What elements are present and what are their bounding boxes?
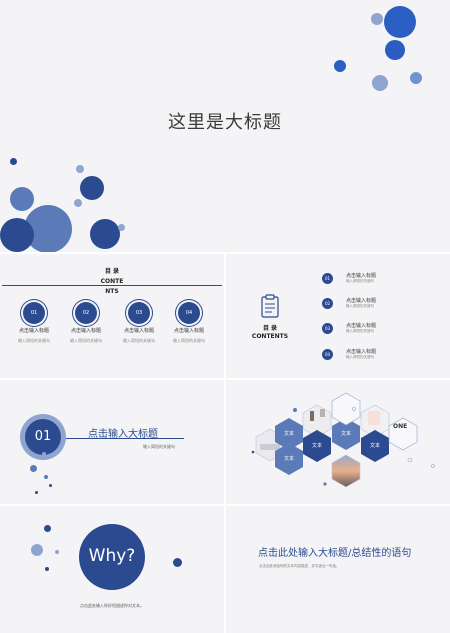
toc-heading: 目 录 <box>104 268 120 275</box>
toc-item-title: 点击输入标题 <box>173 328 204 334</box>
section-number: 01 <box>34 429 52 444</box>
decor-dot <box>10 187 34 211</box>
slide-hexagons[interactable]: 文本 文本 文本 文本 文本 ONE <box>226 380 450 504</box>
decor-dot <box>10 158 17 165</box>
list-item-sub: 输入简短的关键句 <box>346 329 374 333</box>
decor-dot <box>251 450 255 454</box>
decor-dot <box>407 457 413 463</box>
decor-dot <box>31 544 43 556</box>
toc-item-title: 点击输入标题 <box>70 328 101 334</box>
decor-dot <box>352 407 356 411</box>
toc-num-02: 02 <box>75 302 97 324</box>
list-item-title: 点击输入标题 <box>346 349 377 355</box>
decor-dot <box>371 13 383 25</box>
contents-label: CONTENTS <box>251 333 289 340</box>
list-item-sub: 输入简短的关键句 <box>346 355 374 359</box>
outline-hexagon <box>331 392 361 426</box>
toc-num-03: 03 <box>128 302 150 324</box>
list-num-02: 02 <box>322 298 333 309</box>
decor-dot <box>30 465 37 472</box>
summary-title: 点击此处输入大标题/总结性的语句 <box>258 548 412 559</box>
decor-dot <box>323 482 327 486</box>
toc-num-01: 01 <box>23 302 45 324</box>
photo-hexagon <box>331 454 361 488</box>
decor-dot <box>385 40 405 60</box>
text-hexagon <box>332 418 360 450</box>
slide-section[interactable]: 01 点击输入大标题 输入简短的关键句 <box>0 380 224 504</box>
hexagon-collage <box>251 392 435 488</box>
list-item-sub: 输入简短的关键句 <box>346 304 374 308</box>
decor-dot <box>49 484 52 487</box>
decor-dot <box>44 525 51 532</box>
hex-label: 文本 <box>340 431 351 437</box>
decor-dot <box>35 491 38 494</box>
hex-label: 文本 <box>311 443 322 449</box>
decor-dot <box>372 75 388 91</box>
decor-dot <box>384 6 416 38</box>
hex-label: 文本 <box>369 443 380 449</box>
toc-item-title: 点击输入标题 <box>123 328 154 334</box>
toc-item-sub: 输入简短的关键句 <box>18 338 50 343</box>
slide-title[interactable]: 这里是大标题 <box>0 0 450 252</box>
decor-dot <box>80 176 104 200</box>
list-item-title: 点击输入标题 <box>346 273 377 279</box>
list-num-03: 03 <box>322 323 333 334</box>
hex-label: 文本 <box>283 456 294 462</box>
toc-item-sub: 输入简短的关键句 <box>173 338 205 343</box>
toc-contents-line2: NTS <box>105 288 119 295</box>
decor-dot <box>431 464 435 468</box>
decor-dot <box>76 165 84 173</box>
decor-dot <box>44 475 48 479</box>
slide-contents-vertical[interactable]: 目 录 CONTENTS 01 点击输入标题 输入简短的关键句 02 点击输入标… <box>226 254 450 378</box>
contents-heading: 目 录 <box>262 325 278 332</box>
page-title: 这里是大标题 <box>168 112 282 133</box>
section-underline <box>66 438 184 439</box>
text-hexagon <box>303 430 331 462</box>
summary-subtitle: 点击此处添加你的文本内容描述，并可适当一句话。 <box>259 564 340 568</box>
section-title: 点击输入大标题 <box>88 429 158 440</box>
slide-why[interactable]: Why? 点击此处输入你好短描述你对文本。 <box>0 506 224 633</box>
decor-dot <box>45 567 49 571</box>
why-circle <box>79 524 145 590</box>
toc-item-sub: 输入简短的关键句 <box>70 338 102 343</box>
list-item-title: 点击输入标题 <box>346 323 377 329</box>
list-item-sub: 输入简短的关键句 <box>346 279 374 283</box>
text-hexagon <box>361 430 389 462</box>
slide-contents-horizontal[interactable]: 目 录 CONTE NTS 01 02 03 04 点击输入标题 点击输入标题 … <box>0 254 224 378</box>
section-circle <box>25 419 61 455</box>
decor-dot <box>410 72 422 84</box>
decor-dot <box>0 218 34 252</box>
list-num-04: 04 <box>322 349 333 360</box>
hex-label: 文本 <box>283 431 294 437</box>
text-hexagon <box>275 418 303 450</box>
list-num-01: 01 <box>322 273 333 284</box>
decor-dot <box>173 558 182 567</box>
why-subtitle: 点击此处输入你好短描述你对文本。 <box>80 603 144 608</box>
decor-dot <box>90 219 120 249</box>
decor-dot <box>334 60 346 72</box>
list-item-title: 点击输入标题 <box>346 298 377 304</box>
decor-dot <box>55 550 59 554</box>
toc-num-04: 04 <box>178 302 200 324</box>
toc-item-sub: 输入简短的关键句 <box>123 338 155 343</box>
text-hexagon <box>275 443 303 475</box>
section-subtitle: 输入简短的关键句 <box>143 444 175 449</box>
decor-dot <box>118 224 125 231</box>
decor-dot <box>42 452 46 456</box>
toc-contents-line1: CONTE <box>100 278 124 285</box>
toc-item-title: 点击输入标题 <box>18 328 49 334</box>
photo-caption: ONE <box>393 423 408 430</box>
decor-dot <box>74 199 82 207</box>
decor-dot <box>293 408 297 412</box>
toc-divider <box>2 285 222 286</box>
why-text: Why? <box>88 546 136 566</box>
outline-hexagon <box>388 417 418 451</box>
clipboard-list-icon <box>261 294 279 318</box>
slide-summary[interactable]: 点击此处输入大标题/总结性的语句 点击此处添加你的文本内容描述，并可适当一句话。 <box>226 506 450 633</box>
